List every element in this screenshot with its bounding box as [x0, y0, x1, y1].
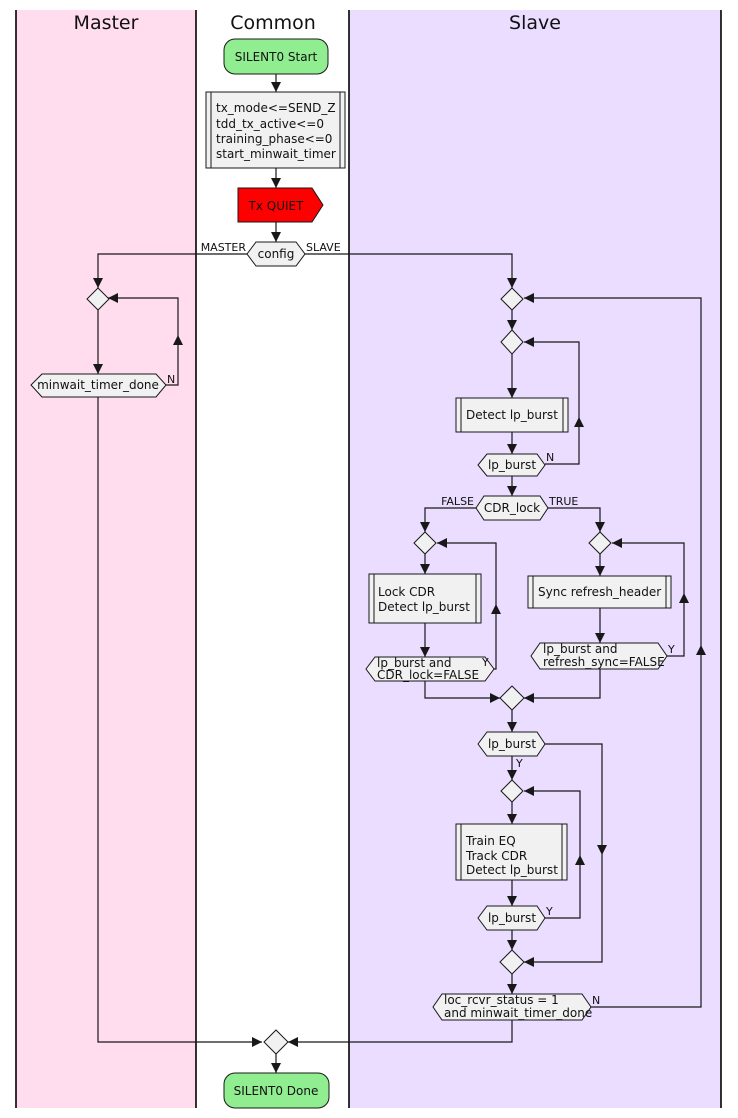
detect-lp-burst-label: Detect lp_burst: [466, 408, 558, 422]
slave-outer-merge: [500, 287, 524, 311]
done-node: [223, 1072, 330, 1109]
sync-refresh-activity: Sync refresh_header: [527, 575, 672, 609]
cdr-lock-decision: [475, 495, 549, 521]
true-branch-merge: [588, 531, 612, 555]
arrowheads: [93, 82, 706, 1073]
master-loop-merge: [86, 287, 110, 311]
loc-rcvr-status-decision: [432, 993, 592, 1021]
train-line-1: Train EQ: [465, 834, 516, 848]
lp-burst-refresh-false-decision: [530, 642, 668, 670]
minwait-timer-done-decision: [30, 373, 167, 398]
lane-master: [16, 10, 196, 1108]
edge-label-y2: Y: [667, 643, 675, 656]
loc-rcvr-line-2: and minwait_timer_done: [444, 1006, 592, 1020]
lock-cdr-activity: Lock CDR Detect lp_burst: [368, 573, 482, 624]
final-merge: [263, 1029, 289, 1055]
lane-title-slave: Slave: [509, 12, 561, 34]
lane-title-common: Common: [230, 12, 316, 34]
lp-burst-cdr-false-line-1: lp_burst and: [377, 656, 451, 670]
lp-burst-cdr-false-decision: [365, 656, 495, 682]
false-branch-merge: [413, 531, 437, 555]
slave-detect-merge: [500, 329, 524, 355]
train-line-2: Track CDR: [465, 849, 527, 863]
detect-lp-burst-activity: Detect lp_burst: [455, 397, 569, 433]
lock-cdr-line-2: Detect lp_burst: [378, 600, 470, 614]
done-label: SILENT0 Done: [234, 1084, 319, 1098]
config-label: config: [258, 247, 295, 261]
lp-burst-decision-2: [477, 731, 546, 757]
init-line-2: tdd_tx_active<=0: [216, 117, 324, 131]
init-activity: tx_mode<=SEND_Z tdd_tx_active<=0 trainin…: [205, 91, 346, 169]
edge-label-false: FALSE: [441, 495, 474, 508]
edge-label-slave: SLAVE: [306, 241, 341, 254]
init-line-3: training_phase<=0: [216, 132, 332, 146]
train-loop-merge: [500, 779, 524, 803]
edge-label-y1: Y: [481, 656, 489, 669]
train-line-3: Detect lp_burst: [466, 863, 558, 877]
lp-burst-1-label: lp_burst: [488, 458, 536, 472]
config-decision: [246, 241, 306, 267]
sync-refresh-label: Sync refresh_header: [538, 585, 661, 599]
tx-quiet-label: Tx QUIET: [248, 199, 305, 213]
lane-slave: [349, 10, 721, 1108]
edge-label-y4: Y: [545, 905, 553, 918]
lane-title-master: Master: [74, 12, 139, 34]
lp-burst-refresh-false-line-2: refresh_sync=FALSE: [543, 655, 665, 669]
loc-rcvr-line-1: loc_rcvr_status = 1: [444, 993, 559, 1007]
lp-burst-refresh-false-line-1: lp_burst and: [543, 642, 617, 656]
start-node: [223, 38, 329, 75]
edge-label-master: MASTER: [201, 241, 247, 254]
lane-common: [196, 10, 349, 1108]
edge-label-n2: N: [546, 451, 554, 464]
train-activity: Train EQ Track CDR Detect lp_burst: [455, 823, 568, 881]
lp-burst-decision-1: [477, 453, 546, 477]
lp-burst-merge: [499, 949, 525, 975]
start-label: SILENT0 Start: [235, 50, 318, 64]
lp-burst-cdr-false-line-2: CDR_lock=FALSE: [377, 668, 479, 682]
edge-label-n3: N: [592, 994, 600, 1007]
init-line-1: tx_mode<=SEND_Z: [216, 101, 336, 115]
cdr-branches-merge: [499, 685, 525, 711]
edge-label-n1: N: [167, 373, 175, 386]
init-line-4: start_minwait_timer: [216, 147, 336, 161]
edge-label-true: TRUE: [548, 495, 578, 508]
lp-burst-3-label: lp_burst: [488, 911, 536, 925]
tx-quiet-signal: [237, 187, 324, 223]
lock-cdr-line-1: Lock CDR: [378, 585, 435, 599]
lp-burst-decision-3: [477, 905, 546, 931]
minwait-timer-done-label: minwait_timer_done: [37, 378, 159, 392]
cdr-lock-label: CDR_lock: [484, 501, 540, 515]
edge-label-y3: Y: [515, 757, 523, 770]
lp-burst-2-label: lp_burst: [488, 737, 536, 751]
